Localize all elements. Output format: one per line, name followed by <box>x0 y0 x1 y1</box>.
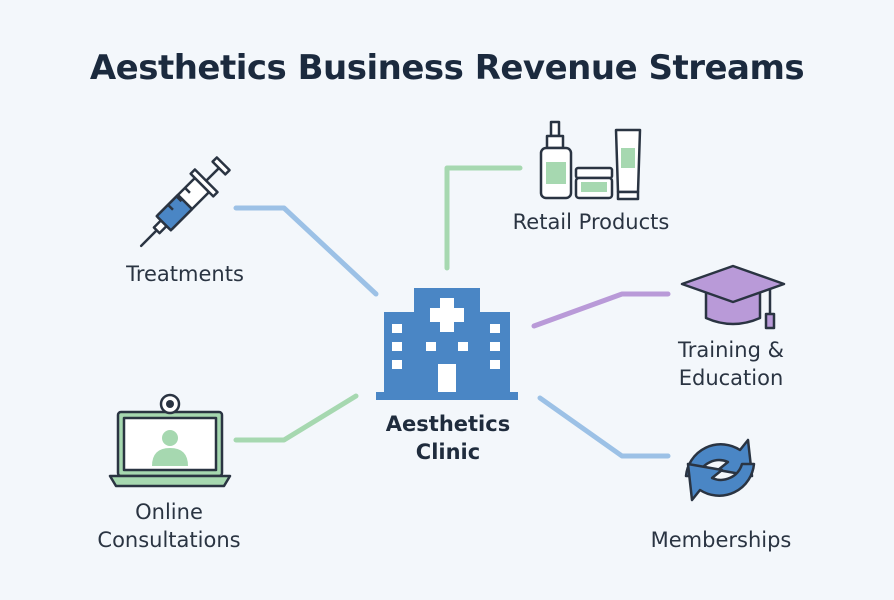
retail-products-label: Retail Products <box>512 210 670 234</box>
center-label-line1: Aesthetics <box>385 412 511 436</box>
connector-consultations <box>233 393 359 443</box>
graduation-cap-icon <box>680 264 786 330</box>
syringe-icon <box>139 156 231 248</box>
treatments-label: Treatments <box>126 262 244 286</box>
product-bottles-icon <box>539 120 642 201</box>
training-education-label: Training & Education <box>636 336 826 392</box>
connector-retail <box>444 165 523 271</box>
online-consultations-label: Online Consultations <box>64 498 274 554</box>
memberships-label: Memberships <box>650 528 792 552</box>
training-label-line1: Training & <box>678 338 784 362</box>
consultations-label-line1: Online <box>135 500 203 524</box>
laptop-video-call-icon <box>108 393 232 488</box>
connector-treatments <box>233 205 379 297</box>
connector-memberships <box>537 395 671 459</box>
refresh-cycle-icon <box>684 438 756 502</box>
connector-training <box>531 291 671 329</box>
diagram-title: Aesthetics Business Revenue Streams <box>89 48 805 88</box>
center-label-line2: Clinic <box>415 440 481 464</box>
center-node-label: Aesthetics Clinic <box>350 410 546 466</box>
training-label-line2: Education <box>678 366 784 390</box>
hospital-icon <box>376 288 518 400</box>
consultations-label-line2: Consultations <box>97 528 241 552</box>
